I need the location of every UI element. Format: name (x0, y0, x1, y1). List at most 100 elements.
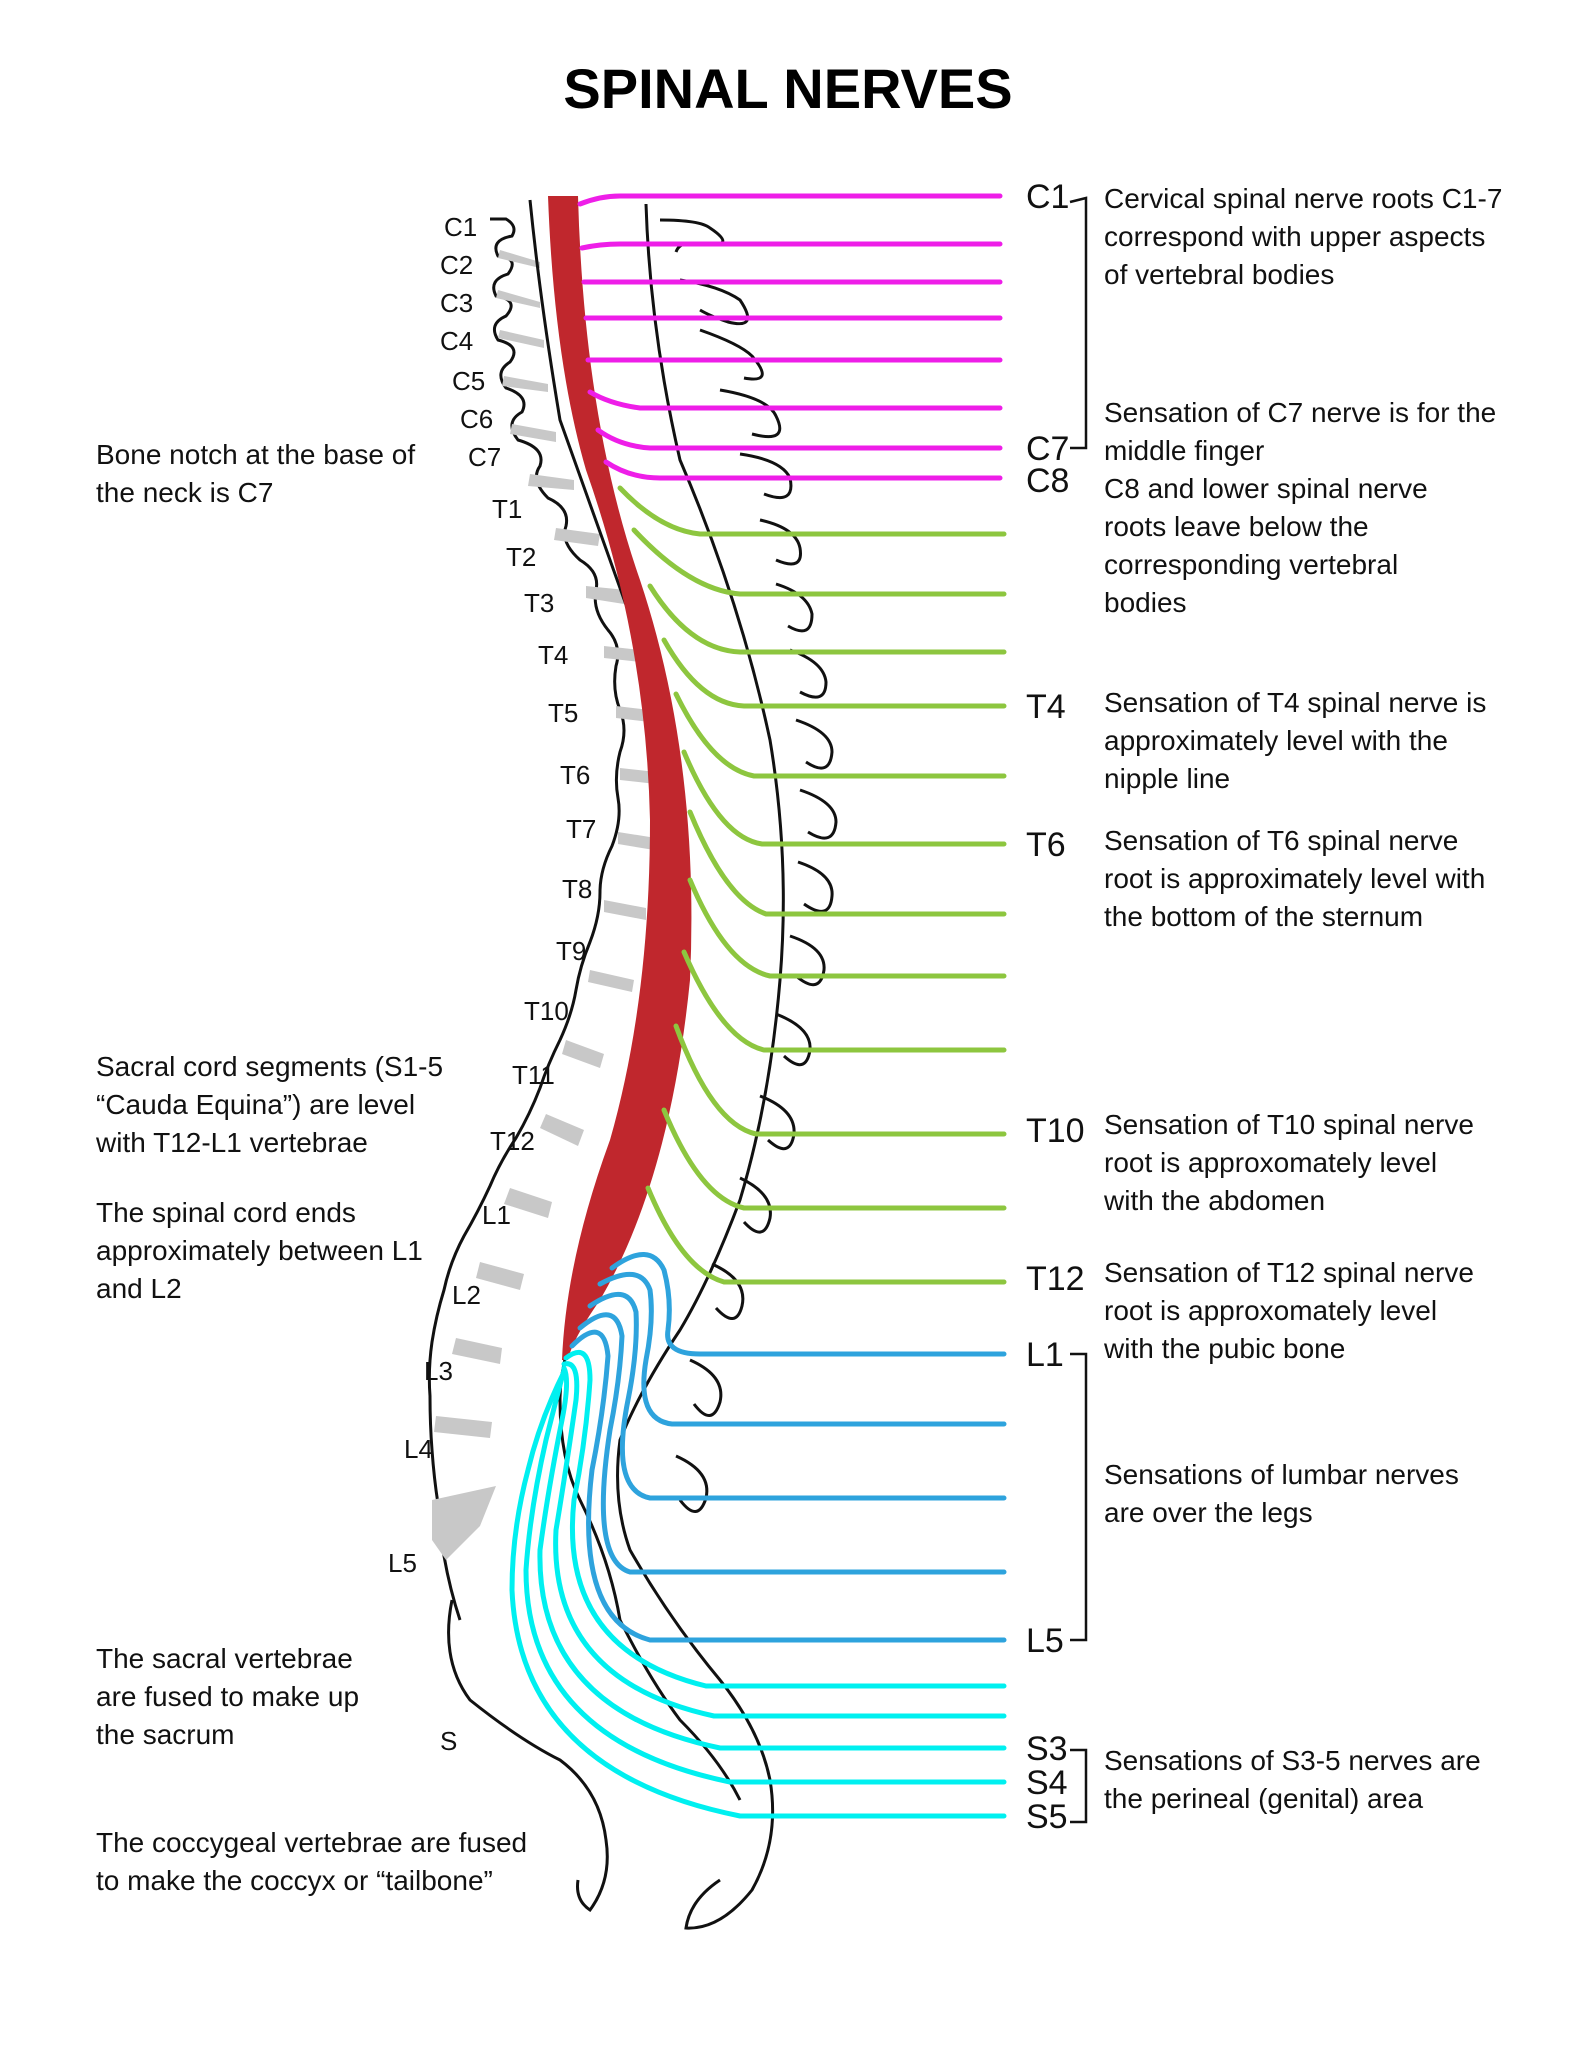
spinous-process (739, 1176, 772, 1234)
nerve-s4 (523, 1367, 1007, 1785)
nerve-label-s3: S3 (1026, 1730, 1068, 1768)
nerve-t1 (617, 485, 1007, 537)
spinous-process (759, 518, 802, 566)
spinous-process (659, 218, 725, 253)
nerve-t4 (661, 637, 1007, 709)
vertebra-label: L5 (388, 1548, 417, 1578)
vertebra-label: T3 (524, 588, 554, 618)
disc (434, 1416, 492, 1438)
nerve-s3 (537, 1365, 1007, 1751)
spinous-process (719, 388, 782, 439)
note-line: approximately between L1 (96, 1235, 423, 1266)
vertebral-column (427, 217, 656, 1913)
nerve-t2 (631, 527, 1007, 597)
nerve-t8 (687, 877, 1007, 979)
vertebra-label: C7 (468, 442, 501, 472)
spinous-process (689, 1358, 723, 1417)
note-line: Bone notch at the base of (96, 439, 415, 470)
spinal-cord (548, 196, 692, 1360)
vertebra-label: C1 (444, 212, 477, 242)
nerve-l1 (609, 1252, 1007, 1357)
spinous-process (711, 1262, 745, 1320)
note-line: nipple line (1104, 763, 1230, 794)
vertebra-label: C5 (452, 366, 485, 396)
disc (616, 706, 650, 722)
canal-back-wall (616, 203, 785, 1930)
thoracic-nerves (617, 485, 1007, 1285)
spinous-process (789, 648, 828, 699)
nerve-label-l5: L5 (1026, 1622, 1064, 1660)
vertebra-label: L3 (424, 1356, 453, 1386)
cervical-bracket (1069, 196, 1088, 450)
nerve-l5 (569, 1329, 1007, 1643)
vertebra-label: L1 (482, 1200, 511, 1230)
spinous-process (795, 718, 834, 770)
nerve-s5 (509, 1369, 1007, 1819)
nerve-label-t12: T12 (1026, 1260, 1085, 1298)
note-line: are fused to make up (96, 1681, 359, 1712)
lumbar-note: Sensations of lumbar nerves are over the… (1104, 1459, 1467, 1528)
note-line: the bottom of the sternum (1104, 901, 1423, 932)
vertebra-label: T6 (560, 760, 590, 790)
disc (588, 970, 634, 992)
disc (620, 768, 656, 784)
spinous-process (797, 860, 834, 913)
sacral-nerves (509, 1350, 1007, 1819)
note-line: Sensations of lumbar nerves (1104, 1459, 1459, 1490)
t12-note: Sensation of T12 spinal nerve root is ap… (1103, 1257, 1482, 1364)
note-line: Sacral cord segments (S1-5 (96, 1051, 443, 1082)
vertebra-label: T9 (556, 936, 586, 966)
disc (528, 474, 574, 490)
note-line: the sacrum (96, 1719, 235, 1750)
spinal-nerve-roots (509, 193, 1007, 1819)
nerve-label-s4: S4 (1026, 1764, 1068, 1802)
nerve-t7 (687, 809, 1007, 917)
nerve-s2 (553, 1361, 1007, 1719)
note-line: C8 and lower spinal nerve (1104, 473, 1428, 504)
sacral-bracket (1070, 1748, 1088, 1824)
nerve-c7 (595, 427, 1003, 451)
note-line: are over the legs (1104, 1497, 1313, 1528)
spinous-process (759, 1094, 796, 1151)
nerve-c8 (603, 459, 1003, 481)
note-line: with the pubic bone (1103, 1333, 1345, 1364)
disc (540, 1114, 584, 1146)
t6-note: Sensation of T6 spinal nerve root is app… (1104, 825, 1493, 932)
nerve-label-t4: T4 (1026, 688, 1066, 726)
vertebra-label: T2 (506, 542, 536, 572)
lumbar-bracket (1070, 1352, 1088, 1642)
lumbar-nerves (569, 1252, 1007, 1643)
note-line: correspond with upper aspects (1104, 221, 1485, 252)
range-brackets (1069, 196, 1088, 1824)
nerve-t5 (673, 691, 1007, 779)
nerve-label-l1: L1 (1026, 1336, 1064, 1374)
sacrum-outline (447, 1599, 609, 1913)
note-line: Sensation of T6 spinal nerve (1104, 825, 1458, 856)
vertebra-label: S (440, 1726, 457, 1756)
vertebra-label: C3 (440, 288, 473, 318)
nerve-t10 (673, 1023, 1007, 1137)
vertebra-label: T10 (524, 996, 569, 1026)
disc (604, 646, 640, 662)
note-line: Sensations of S3-5 nerves are (1104, 1745, 1481, 1776)
spinous-process (699, 328, 764, 381)
nerve-t6 (681, 749, 1007, 847)
cervical-nerves (577, 193, 1003, 481)
disc (586, 586, 626, 604)
note-line: bodies (1104, 587, 1187, 618)
nerve-l4 (577, 1312, 1007, 1575)
c7-notch-note: Bone notch at the base of the neck is C7 (96, 439, 423, 508)
note-line: Sensation of T4 spinal nerve is (1104, 687, 1486, 718)
disc (618, 832, 656, 850)
left-annotations: Bone notch at the base of the neck is C7… (95, 439, 527, 1896)
vertebra-label: L2 (452, 1280, 481, 1310)
note-line: the neck is C7 (96, 477, 273, 508)
vertebra-label: C4 (440, 326, 473, 356)
note-line: The spinal cord ends (96, 1197, 356, 1228)
vertebra-label: T1 (492, 494, 522, 524)
spinous-processes (659, 218, 838, 1513)
nerve-level-labels: C1 C7 C8 T4 T6 T10 T12 L1 L5 S3 S4 S5 (1026, 178, 1085, 1836)
page-title: SPINAL NERVES (563, 57, 1012, 120)
nerve-c1 (577, 193, 1003, 207)
